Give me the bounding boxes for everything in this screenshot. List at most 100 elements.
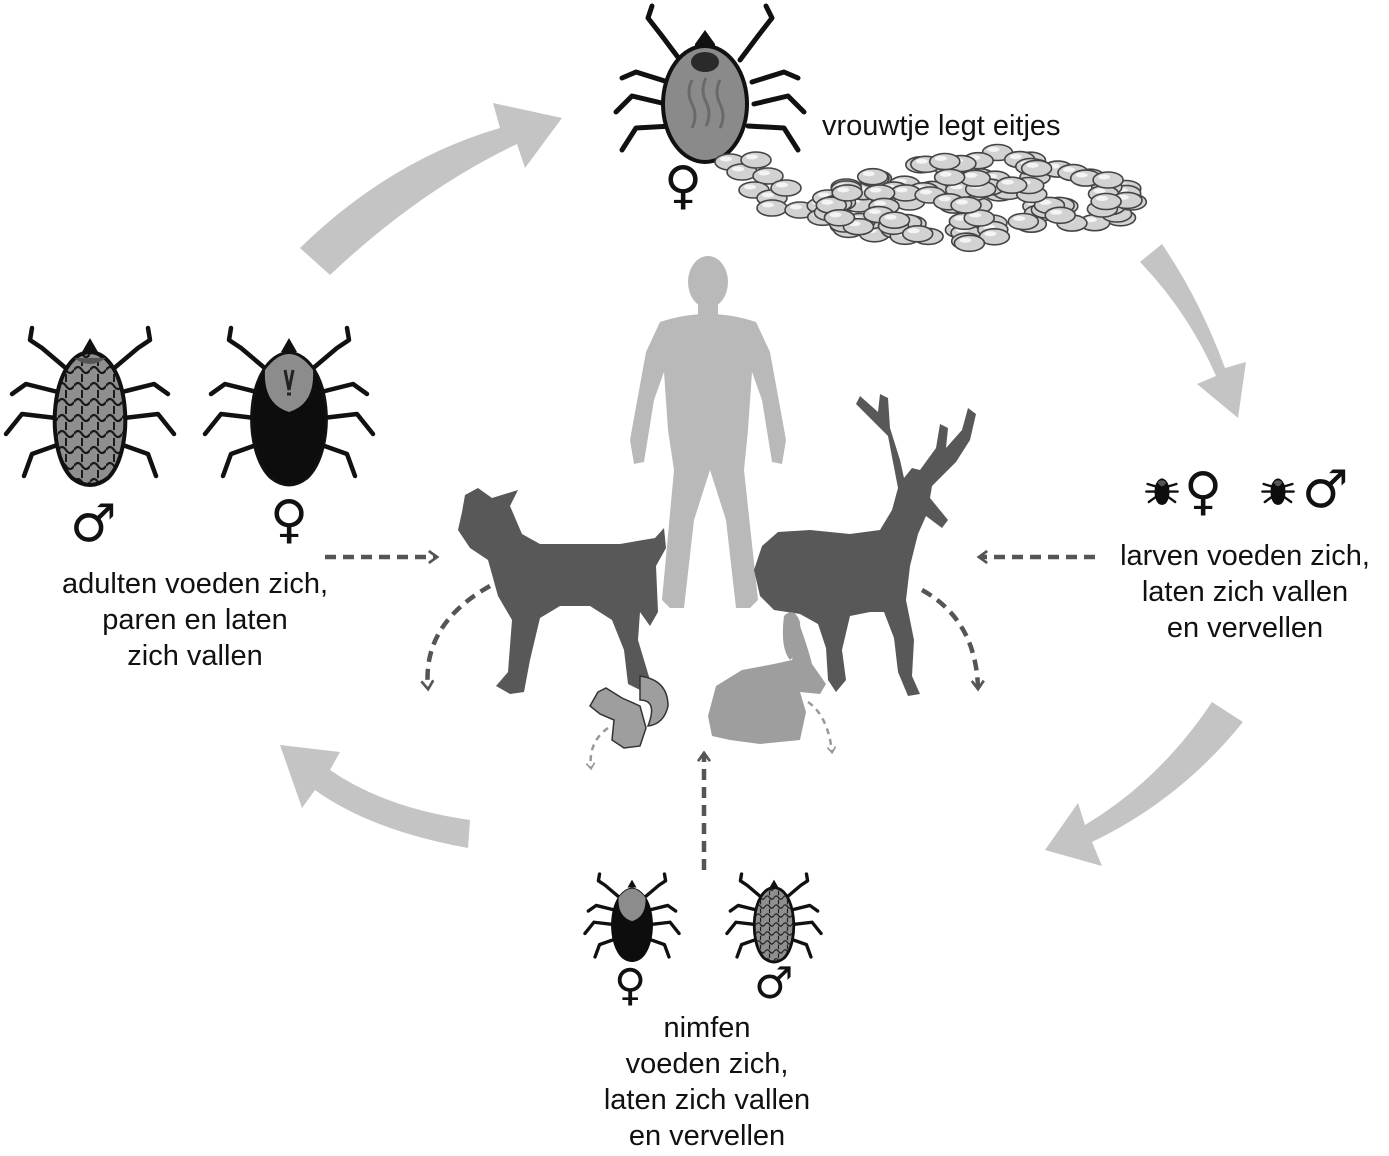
egg-stage-text: vrouwtje legt eitjes bbox=[822, 110, 1061, 142]
egg-highlight bbox=[732, 166, 744, 172]
egg-highlight bbox=[837, 187, 850, 193]
adult-text-line-1: adulten voeden zich, bbox=[61, 568, 329, 600]
egg-highlight bbox=[776, 182, 788, 188]
egg-highlight bbox=[987, 147, 1000, 152]
egg-highlight bbox=[829, 212, 842, 218]
cycle-arrow-to-larvae bbox=[1140, 244, 1246, 418]
adult-female-symbol: ♀ bbox=[270, 490, 309, 550]
egg-highlight bbox=[762, 192, 774, 198]
nymph-female-tick bbox=[583, 872, 681, 962]
egg-highlight bbox=[969, 212, 982, 218]
nymph-female-symbol: ♀ bbox=[614, 960, 647, 1011]
egg bbox=[928, 152, 961, 171]
rabbit-drop-arrow bbox=[807, 700, 837, 755]
human-silhouette bbox=[630, 256, 786, 608]
egg-highlight bbox=[1001, 179, 1014, 185]
egg-highlight bbox=[720, 156, 732, 162]
dashed-arrows bbox=[325, 549, 1095, 870]
egg-stage-label: vrouwtje legt eitjes bbox=[822, 108, 1061, 144]
larva-text-line-3: en vervellen bbox=[1166, 612, 1324, 644]
nymph-text-line-2: voeden zich, bbox=[625, 1048, 789, 1080]
egg-cluster bbox=[714, 143, 1148, 253]
egg-highlight bbox=[915, 158, 928, 164]
egg bbox=[831, 184, 864, 202]
nymph-male-tick bbox=[725, 872, 823, 964]
egg bbox=[878, 211, 911, 229]
nymph-male-symbol: ♂ bbox=[754, 958, 794, 1009]
egg-highlight bbox=[1096, 196, 1109, 201]
egg-highlight bbox=[874, 200, 886, 206]
egg-highlight bbox=[1098, 174, 1111, 180]
egg-highlight bbox=[817, 192, 830, 198]
egg bbox=[953, 234, 986, 253]
egg-highlight bbox=[790, 204, 802, 210]
egg bbox=[901, 225, 934, 243]
larva-female-tick bbox=[1145, 478, 1179, 505]
egg-highlight bbox=[1013, 216, 1026, 221]
cycle-arrow-to-nymphs bbox=[1045, 702, 1243, 866]
squirrel-drop-arrow bbox=[585, 726, 609, 771]
nymph-stage-label: nimfen voeden zich, laten zich vallen en… bbox=[562, 1010, 852, 1154]
egg bbox=[770, 179, 802, 197]
rabbit-silhouette bbox=[708, 612, 826, 744]
egg bbox=[995, 176, 1028, 194]
nymph-text-line-1: nimfen bbox=[663, 1012, 751, 1044]
egg-highlight bbox=[762, 202, 774, 208]
egg-highlight bbox=[1093, 188, 1106, 194]
larva-male-tick bbox=[1261, 478, 1295, 505]
larva-text-line-1: larven voeden zich, bbox=[1120, 540, 1370, 572]
dog-drop-arrow bbox=[420, 584, 492, 692]
larva-female-symbol: ♀ bbox=[1184, 462, 1223, 522]
egg bbox=[856, 167, 889, 186]
egg bbox=[1090, 192, 1122, 211]
egg-highlight bbox=[956, 199, 968, 205]
egg bbox=[933, 168, 966, 187]
egg-highlight bbox=[920, 189, 933, 195]
egg-highlight bbox=[868, 209, 881, 215]
egg-highlight bbox=[907, 228, 920, 234]
egg-laying-female-tick bbox=[613, 3, 807, 164]
dog-silhouette bbox=[458, 488, 666, 694]
egg-highlight bbox=[984, 231, 997, 237]
egg bbox=[1020, 159, 1053, 178]
larva-text-line-2: laten zich vallen bbox=[1141, 576, 1349, 608]
egg-highlight bbox=[1075, 172, 1088, 178]
nymph-text-line-4: en vervellen bbox=[628, 1120, 786, 1152]
egg-highlight bbox=[934, 156, 947, 161]
egg-highlight bbox=[959, 237, 972, 243]
egg-highlight bbox=[1009, 154, 1022, 160]
deer-drop-arrow bbox=[920, 588, 985, 692]
adult-male-tick bbox=[3, 325, 177, 487]
egg bbox=[1044, 206, 1076, 225]
adult-text-line-3: zich vallen bbox=[127, 640, 263, 672]
egg bbox=[756, 199, 788, 217]
egg-highlight bbox=[884, 214, 897, 220]
squirrel-silhouette bbox=[589, 675, 669, 749]
egg bbox=[1092, 171, 1124, 189]
small-dashed-arrows bbox=[585, 700, 837, 771]
egg-highlight bbox=[1050, 209, 1063, 215]
egg-highlight bbox=[1084, 217, 1097, 223]
egg-highlight bbox=[746, 154, 758, 160]
egg-highlight bbox=[1039, 199, 1052, 205]
adult-stage-label: adulten voeden zich, paren en laten zich… bbox=[30, 566, 360, 674]
egg-highlight bbox=[939, 171, 952, 177]
egg-highlight bbox=[744, 184, 756, 190]
egg-highlight bbox=[869, 187, 882, 193]
adult-text-line-2: paren en laten bbox=[102, 604, 288, 636]
egg-female-symbol: ♀ bbox=[664, 156, 703, 216]
egg bbox=[740, 151, 772, 169]
egg-highlight bbox=[938, 196, 951, 202]
nymph-text-line-3: laten zich vallen bbox=[603, 1084, 811, 1116]
egg-highlight bbox=[1026, 162, 1039, 168]
egg-highlight bbox=[862, 171, 875, 177]
egg-highlight bbox=[954, 215, 967, 221]
egg-highlight bbox=[821, 199, 834, 205]
adult-male-symbol: ♂ bbox=[70, 494, 117, 554]
egg-highlight bbox=[1063, 167, 1075, 173]
cycle-arrow-to-eggs bbox=[300, 103, 562, 275]
egg-highlight bbox=[895, 187, 908, 193]
egg bbox=[1007, 212, 1040, 231]
